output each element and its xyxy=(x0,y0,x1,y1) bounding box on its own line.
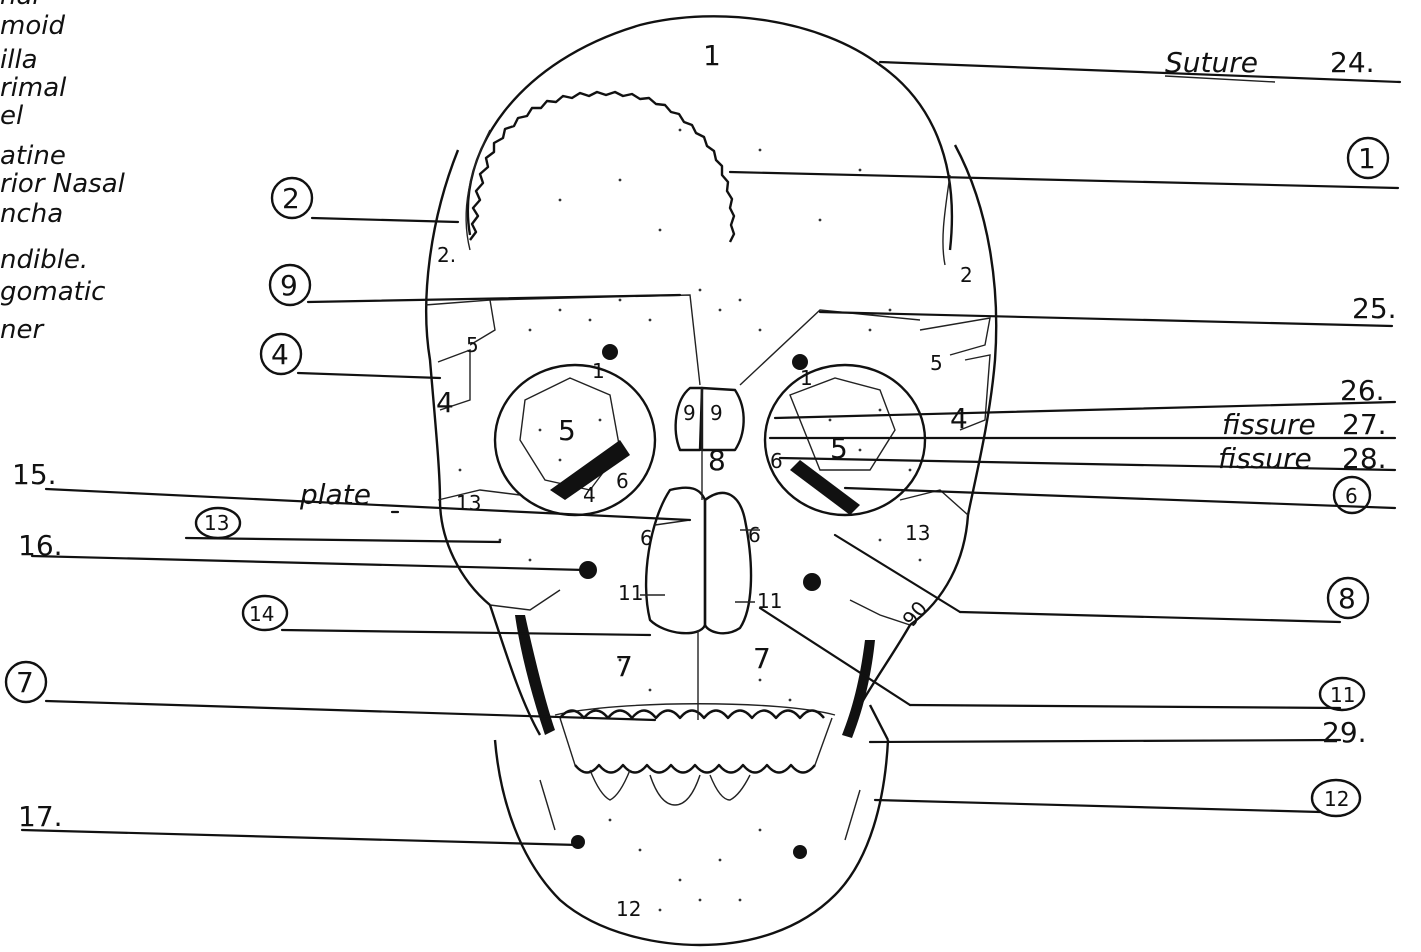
nasal-left-number: 9 xyxy=(683,401,696,425)
bone-number-labels: 1 2. 2 5 5 4 4 5 1 6 4 5 1 6 9 9 8 13 13… xyxy=(436,39,973,921)
temporal-right-number: 4 xyxy=(950,402,968,435)
callout-17: 17. xyxy=(18,800,63,833)
callout-4: 4 xyxy=(271,338,289,371)
plate-word: plate xyxy=(299,478,371,511)
callout-27: 27. xyxy=(1342,408,1387,441)
orbit-left-4: 4 xyxy=(583,483,596,507)
orbit-right-1: 1 xyxy=(800,366,813,390)
callout-14: 14 xyxy=(249,602,274,626)
angle-note: 90 xyxy=(897,596,932,631)
legend-item: rimal xyxy=(0,73,67,103)
parietal-left-number: 2. xyxy=(437,243,456,267)
maxilla-right-number: 7 xyxy=(753,642,771,675)
parietal-right-number: 2 xyxy=(960,263,973,287)
legend-item: atine xyxy=(0,141,66,171)
fissure-28-word: fissure xyxy=(1218,442,1312,475)
right-callouts: Suture 24. 1 25. 26. fissure 27. fissure… xyxy=(1165,46,1397,811)
mandible-number: 12 xyxy=(616,897,641,921)
legend-item: ndible. xyxy=(0,245,88,275)
callout-12: 12 xyxy=(1324,787,1349,811)
callout-1: 1 xyxy=(1358,142,1376,175)
callout-28: 28. xyxy=(1342,442,1387,475)
callout-15: 15. xyxy=(12,458,57,491)
legend-item: gomatic xyxy=(0,277,105,307)
orbit-left-5: 5 xyxy=(558,414,576,447)
callout-16: 16. xyxy=(18,529,63,562)
legend-item: ner xyxy=(0,315,45,345)
callout-24: 24. xyxy=(1330,46,1375,79)
lacrimal-right-number: 6 xyxy=(748,523,761,547)
skull-drawing xyxy=(425,16,996,945)
callout-13: 13 xyxy=(204,511,229,535)
temporal-left-number: 4 xyxy=(436,386,454,419)
legend-item: nal xyxy=(0,0,40,11)
callout-26: 26. xyxy=(1340,374,1385,407)
legend-item: rior Nasal xyxy=(0,169,126,199)
callout-2: 2 xyxy=(282,182,300,215)
ethmoid-number: 8 xyxy=(708,444,726,477)
nasal-right-number: 9 xyxy=(710,401,723,425)
orbit-left-1: 1 xyxy=(592,359,605,383)
callout-7: 7 xyxy=(16,666,34,699)
callout-11: 11 xyxy=(1330,683,1355,707)
sphenoid-left-number: 5 xyxy=(466,333,479,357)
concha-left-number: 11 xyxy=(618,581,643,605)
suture-word: Suture xyxy=(1165,46,1258,79)
orbit-right-6: 6 xyxy=(770,449,783,473)
maxilla-left-number: 7 xyxy=(615,650,633,683)
callout-29: 29. xyxy=(1322,716,1367,749)
callout-circles xyxy=(6,138,1388,816)
zygomatic-left-number: 13 xyxy=(456,491,481,515)
callout-25: 25. xyxy=(1352,292,1397,325)
legend-item: el xyxy=(0,101,24,131)
callout-6: 6 xyxy=(1345,484,1358,508)
zygomatic-right-number: 13 xyxy=(905,521,930,545)
legend-item: ncha xyxy=(0,199,63,229)
lacrimal-left-number: 6 xyxy=(640,526,653,550)
orbit-left-6: 6 xyxy=(616,469,629,493)
callout-8: 8 xyxy=(1338,582,1356,615)
sphenoid-right-number: 5 xyxy=(930,351,943,375)
legend-item: moid xyxy=(0,11,65,41)
frontal-number: 1 xyxy=(703,39,721,72)
legend-item: illa xyxy=(0,45,38,75)
fissure-27-word: fissure xyxy=(1222,408,1316,441)
callout-9: 9 xyxy=(280,269,298,302)
bone-legend: nal moid illa rimal el atine rior Nasal … xyxy=(0,0,126,345)
